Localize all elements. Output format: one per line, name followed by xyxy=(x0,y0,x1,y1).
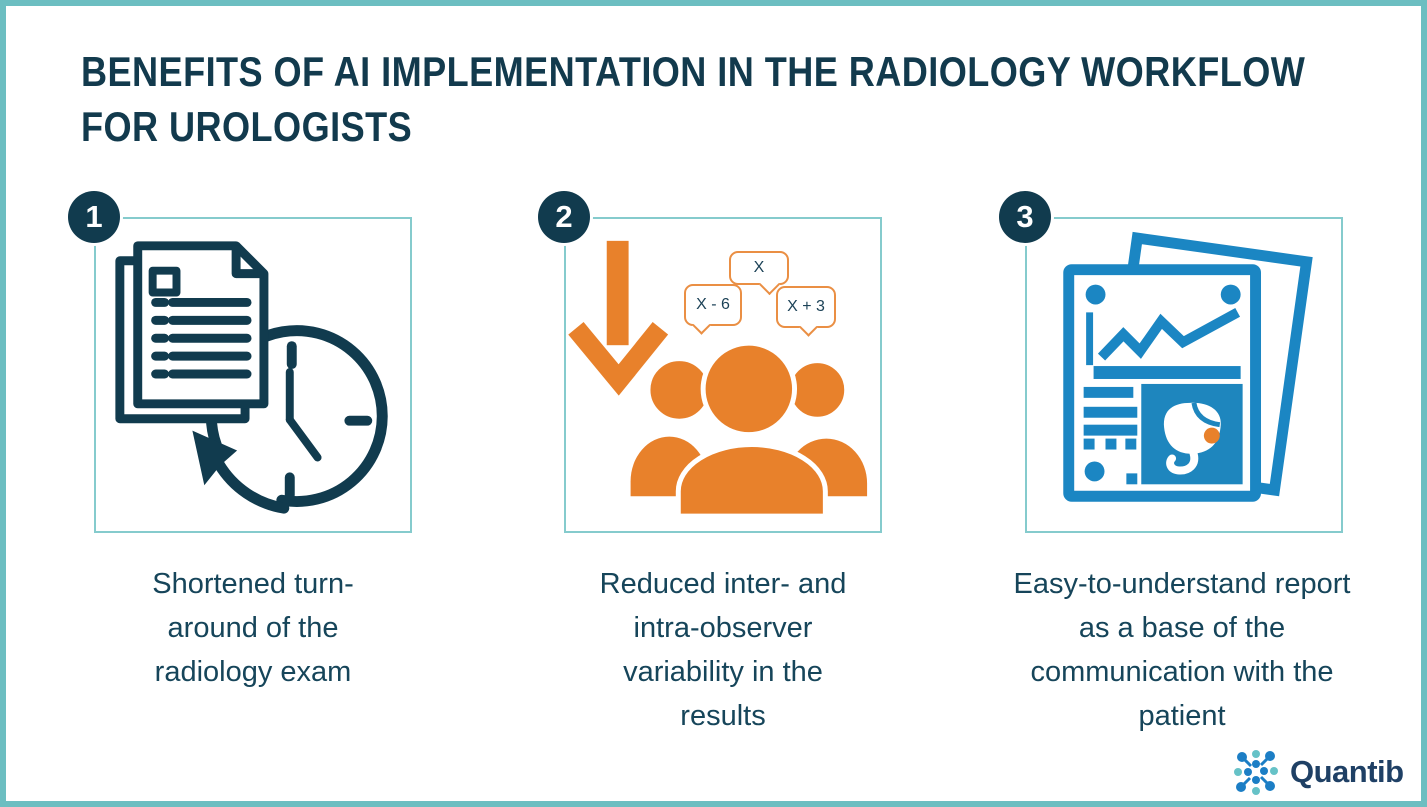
page-title-line-2: FOR UROLOGISTS xyxy=(81,103,413,150)
documents-clock-turnaround-icon xyxy=(115,241,388,514)
quantib-logo-text: Quantib xyxy=(1290,754,1404,789)
caption-line: radiology exam xyxy=(154,656,352,688)
line-chart xyxy=(1097,308,1241,361)
caption-line: around of the xyxy=(167,612,339,644)
arrowhead xyxy=(192,430,238,486)
step-2-badge: 2 xyxy=(538,191,590,243)
caption-line: intra-observer xyxy=(633,612,813,644)
page-title: BENEFITS OF AI IMPLEMENTATION IN THE RAD… xyxy=(81,44,1421,154)
benefit-panel-3: 3 xyxy=(999,191,1343,533)
down-arrow-icon xyxy=(568,240,669,396)
quantib-logo-mark-icon xyxy=(1234,750,1278,795)
page-title-line-1: BENEFITS OF AI IMPLEMENTATION IN THE RAD… xyxy=(81,48,1306,95)
caption-line: Reduced inter- and xyxy=(599,568,847,600)
step-3-badge: 3 xyxy=(999,191,1051,243)
observer-variability-icon xyxy=(568,240,868,519)
speech-bubble-x-plus-3: X + 3 xyxy=(776,286,836,328)
people-group-icon xyxy=(630,340,868,519)
prostate-image xyxy=(1141,383,1243,485)
step-1-badge: 1 xyxy=(68,191,120,243)
lesion-dot xyxy=(1203,427,1220,444)
benefit-panel-2: 2 X X - 6 X + 3 xyxy=(538,191,882,533)
caption-line: Shortened turn- xyxy=(152,568,354,600)
report-icon xyxy=(1063,231,1313,502)
caption-line: Easy-to-understand report xyxy=(1013,568,1351,600)
caption-line: as a base of the xyxy=(1078,612,1286,644)
speech-bubble-x: X xyxy=(729,251,789,285)
document-text-lines xyxy=(151,297,252,379)
caption-line: results xyxy=(680,700,766,732)
caption-2: Reduced inter- and intra-observer variab… xyxy=(493,562,953,738)
documents-icon xyxy=(115,241,269,424)
benefit-panel-1: 1 xyxy=(68,191,412,533)
caption-3: Easy-to-understand report as a base of t… xyxy=(952,562,1412,738)
speech-bubble-x-minus-6: X - 6 xyxy=(684,284,742,326)
caption-line: variability in the xyxy=(623,656,823,688)
caption-line: patient xyxy=(1138,700,1226,732)
caption-line: communication with the xyxy=(1030,656,1334,688)
caption-1: Shortened turn- around of the radiology … xyxy=(23,562,483,694)
quantib-logo: Quantib xyxy=(1230,745,1404,799)
report-content xyxy=(1083,284,1241,485)
